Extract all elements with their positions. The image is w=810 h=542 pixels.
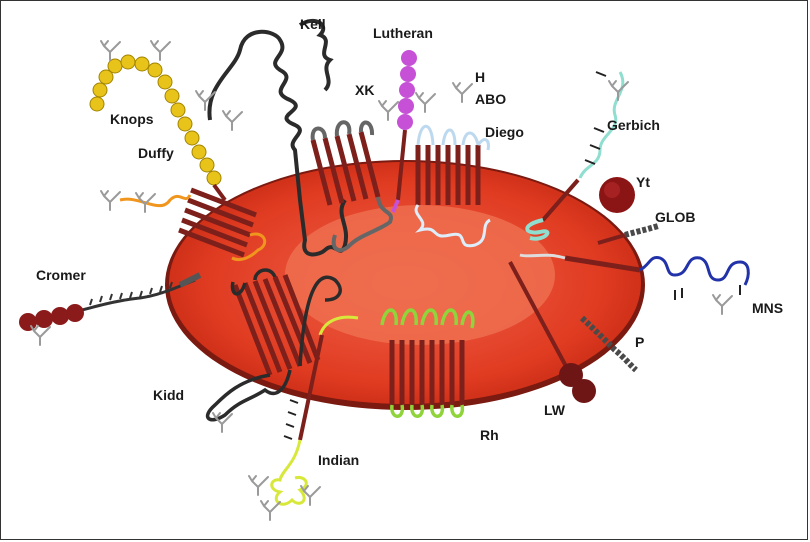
label-xk: XK [355, 82, 374, 98]
rh-protein [380, 308, 475, 418]
diego-protein [414, 82, 491, 248]
mns-protein [519, 253, 750, 315]
lutheran-protein [378, 50, 436, 213]
p-protein [579, 315, 638, 373]
label-lutheran: Lutheran [373, 25, 433, 41]
red-cell [165, 160, 645, 410]
label-kidd: Kidd [153, 387, 184, 403]
label-kell: Kell [300, 16, 326, 32]
label-duffy: Duffy [138, 145, 174, 161]
cromer-protein [19, 272, 202, 346]
gerbich-protein [525, 71, 629, 241]
label-indian: Indian [318, 452, 359, 468]
yt-protein [599, 177, 635, 213]
kidd-protein [205, 268, 342, 433]
xk-protein [310, 120, 393, 253]
label-glob: GLOB [655, 209, 695, 225]
label-yt: Yt [636, 174, 650, 190]
knops-duffy-chain [89, 40, 243, 202]
label-knops: Knops [110, 111, 154, 127]
labels: Kell Lutheran H ABO XK Diego Knops Duffy… [36, 16, 783, 468]
label-gerbich: Gerbich [607, 117, 660, 133]
label-rh: Rh [480, 427, 499, 443]
label-p: P [635, 334, 644, 350]
duffy-transmembrane [100, 187, 267, 262]
label-abo: ABO [475, 91, 506, 107]
glob-protein [597, 223, 659, 245]
label-lw: LW [544, 402, 566, 418]
label-h: H [475, 69, 485, 85]
label-mns: MNS [752, 300, 783, 316]
label-diego: Diego [485, 124, 524, 140]
lw-protein [508, 261, 596, 403]
label-cromer: Cromer [36, 267, 86, 283]
indian-protein [248, 315, 359, 521]
